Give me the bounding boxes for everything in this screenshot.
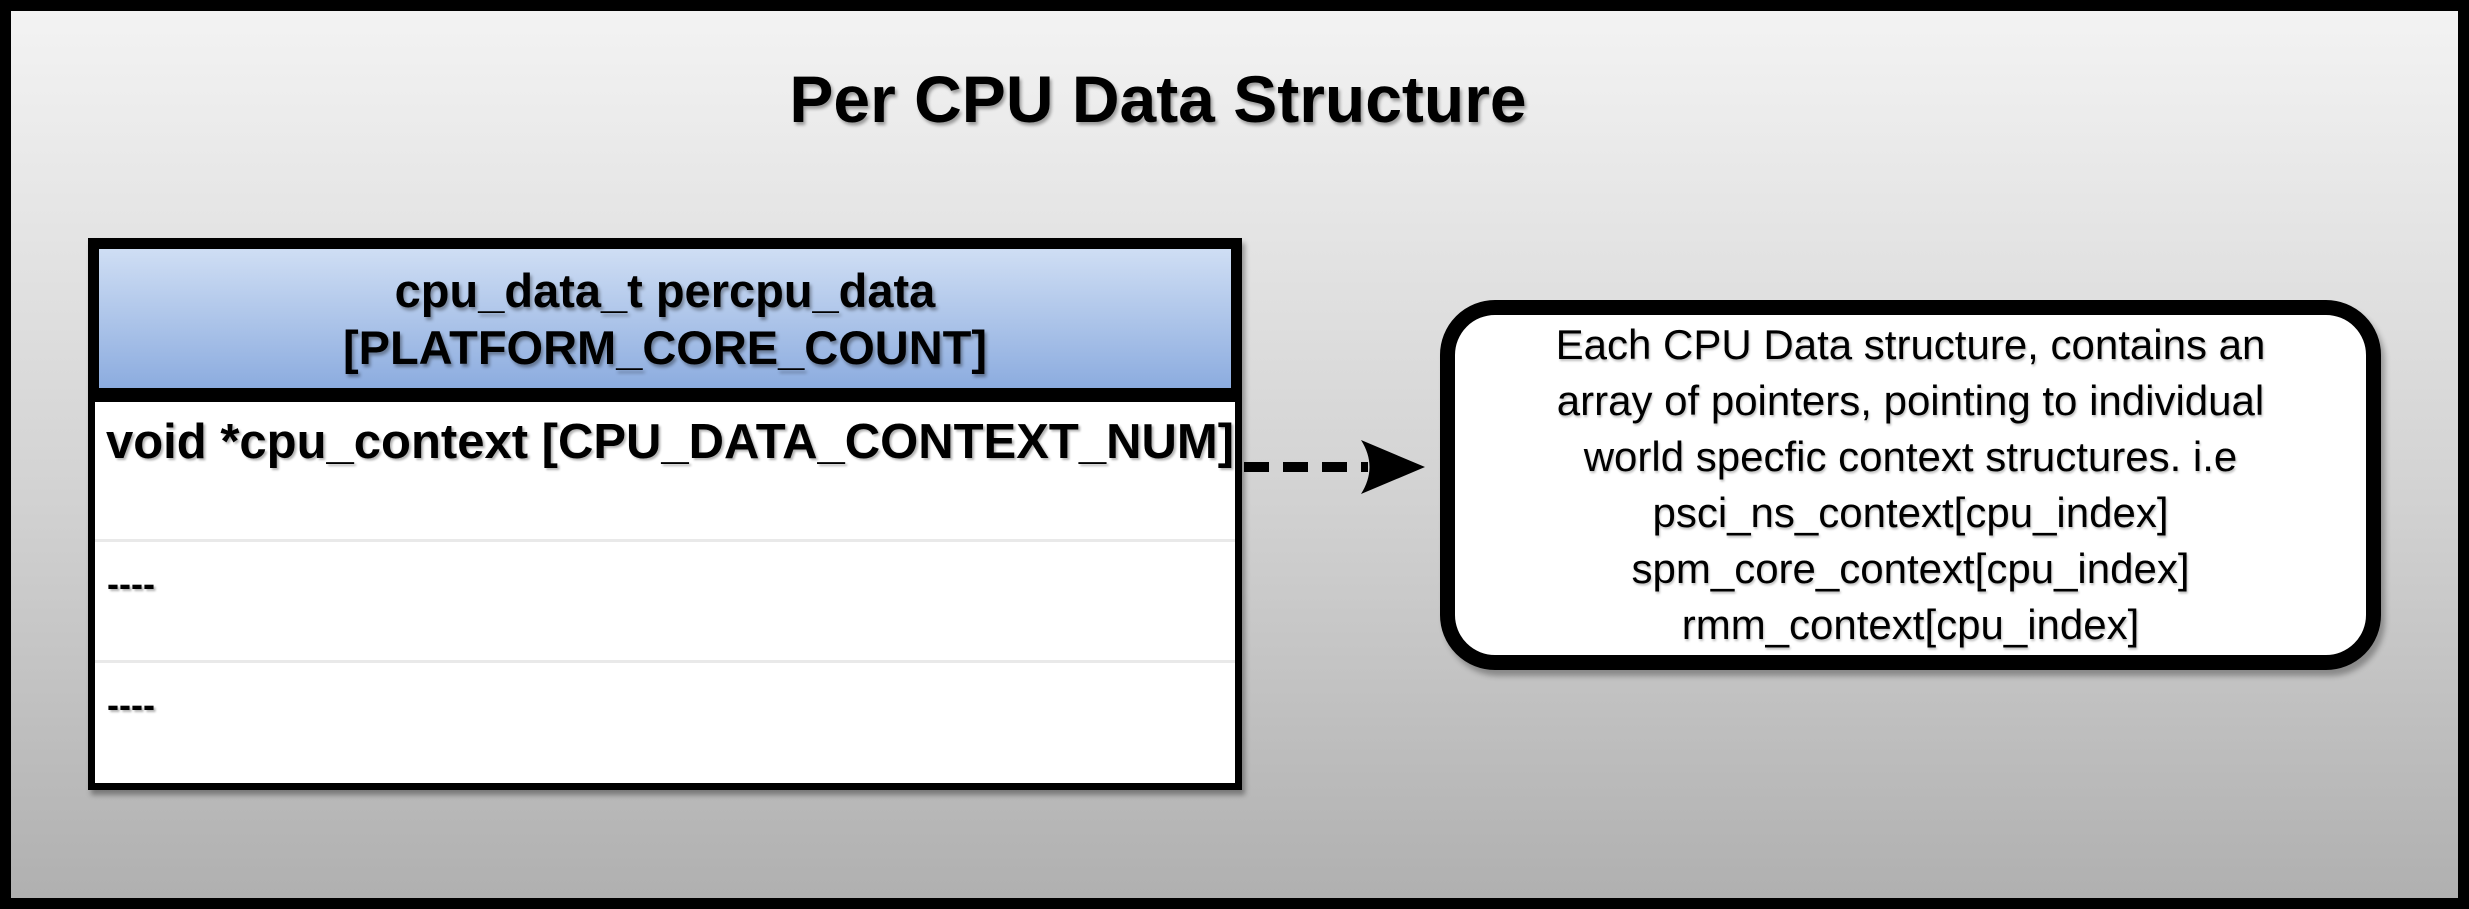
table-row-placeholder-2: ---- <box>107 684 155 725</box>
note-line-3: world specfic context structures. i.e <box>1583 433 2238 480</box>
dashed-arrow-icon <box>1244 440 1425 494</box>
cpu-data-table: cpu_data_t percpu_data [PLATFORM_CORE_CO… <box>88 238 1242 790</box>
note-line-4: psci_ns_context[cpu_index] <box>1652 489 2169 536</box>
table-header-line1: cpu_data_t percpu_data <box>394 263 936 317</box>
annotation-note: Each CPU Data structure, contains an arr… <box>1440 300 2381 670</box>
note-line-1: Each CPU Data structure, contains an <box>1555 321 2266 368</box>
note-line-5: spm_core_context[cpu_index] <box>1631 545 2190 592</box>
table-row-placeholder-1: ---- <box>95 542 1235 663</box>
note-line-6: rmm_context[cpu_index] <box>1681 601 2140 648</box>
table-header: cpu_data_t percpu_data [PLATFORM_CORE_CO… <box>88 238 1242 402</box>
note-line-2: array of pointers, pointing to individua… <box>1556 377 2265 424</box>
page-title: Per CPU Data Structure <box>789 62 1527 136</box>
table-row-cpu-context: void *cpu_context [CPU_DATA_CONTEXT_NUM] <box>95 402 1235 542</box>
table-header-line2: [PLATFORM_CORE_COUNT] <box>342 320 988 374</box>
